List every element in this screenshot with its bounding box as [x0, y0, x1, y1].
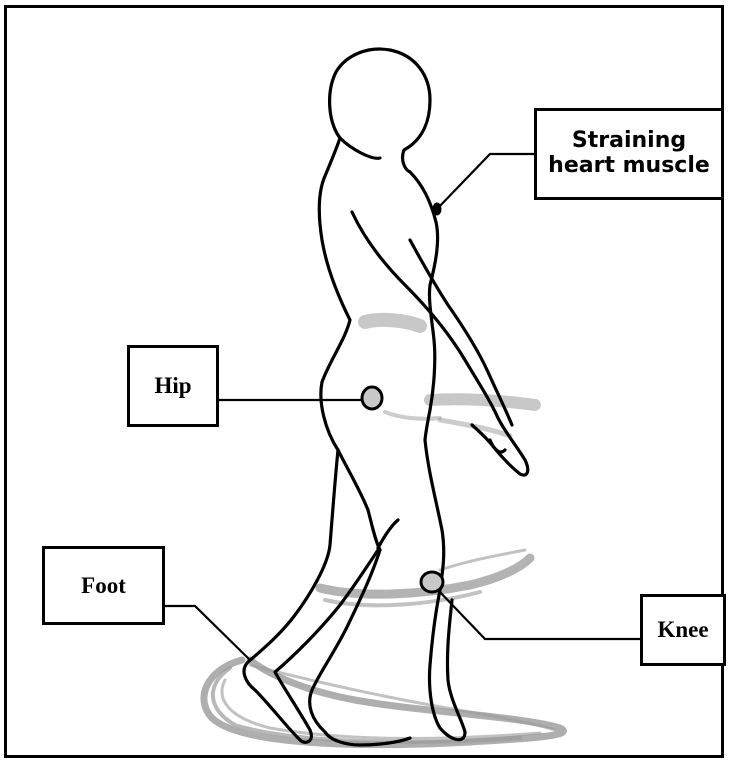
- hip-motion-shadow: [365, 320, 420, 326]
- knee-joint-marker: [421, 572, 443, 592]
- head-outline: [330, 49, 430, 172]
- foot-label-text: Foot: [81, 573, 126, 599]
- knee-crease: [378, 520, 398, 548]
- hip-joint-marker: [362, 387, 382, 409]
- knee-leader-line: [438, 590, 640, 639]
- motion-shadows: [204, 320, 563, 745]
- heart-muscle-label-text: Straining heart muscle: [537, 129, 721, 178]
- hand-outline: [490, 440, 505, 452]
- knee-label-text: Knee: [657, 617, 708, 643]
- foot-label: Foot: [42, 546, 165, 625]
- hip-label: Hip: [127, 345, 219, 427]
- leader-lines: [165, 154, 640, 660]
- hip-label-text: Hip: [154, 373, 191, 399]
- heart-muscle-label: Straining heart muscle: [534, 108, 724, 200]
- foot-leader-line: [165, 606, 250, 660]
- knee-label: Knee: [640, 594, 726, 666]
- back-outline: [319, 138, 380, 550]
- heart-leader-line: [437, 154, 534, 209]
